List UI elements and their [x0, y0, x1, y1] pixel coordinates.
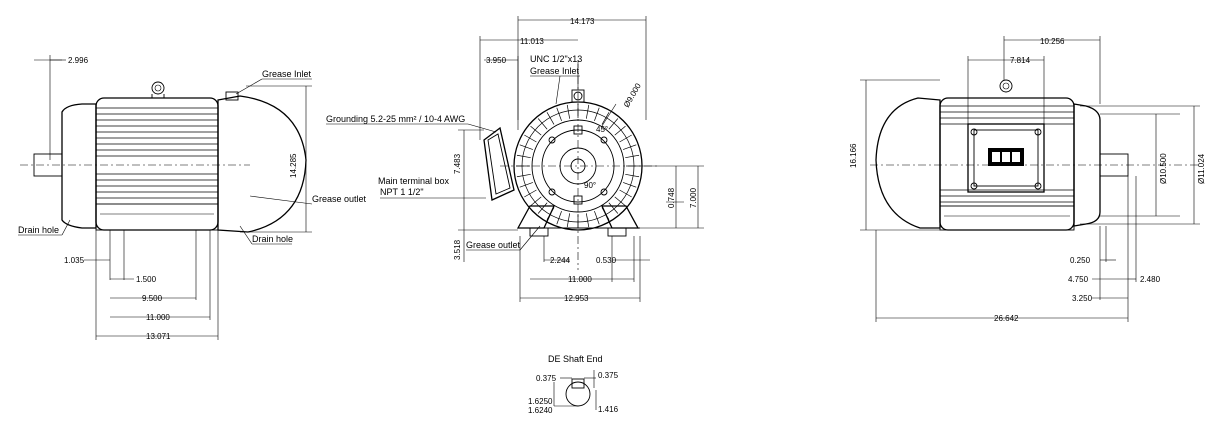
fin-spoke: [524, 134, 537, 143]
fin-spoke: [608, 202, 619, 214]
label-front-thread: UNC 1/2"x13: [530, 54, 582, 64]
fin-spoke: [556, 210, 562, 225]
label-side-drain-hole-right: Drain hole: [252, 234, 293, 244]
fin-spoke: [625, 154, 640, 159]
dim-side-d3: 9.500: [142, 294, 163, 303]
dim-front-foot-span: 11.000: [568, 275, 592, 284]
fin-spoke: [516, 154, 531, 159]
dim-side-height: 14.285: [289, 153, 298, 178]
fin-spoke: [594, 210, 600, 225]
fin-spoke: [519, 182, 534, 188]
fin-spoke: [537, 202, 548, 214]
fin-spoke: [566, 104, 571, 119]
rear-fan-cover: [875, 97, 941, 229]
fin-spoke: [566, 213, 571, 228]
rear-view: 10.256 7.814 16.166 Ø10.500 Ø11.024 0.25…: [849, 36, 1206, 323]
dim-rear-diam1: Ø10.500: [1159, 153, 1168, 184]
fin-spoke: [614, 125, 626, 136]
dim-side-top-offset: 2.996: [68, 56, 89, 65]
dim-shaft-key-w: 0.375: [536, 374, 557, 383]
dim-shaft-d-min: 1.6240: [528, 406, 553, 415]
side-view: 2.996 14.285 Grease Inlet Grease outlet …: [18, 55, 367, 341]
fin-spoke: [524, 189, 537, 198]
fin-spoke: [622, 144, 637, 150]
label-front-grease-outlet: Grease outlet: [466, 240, 521, 250]
dim-front-right-a: 0.748: [667, 187, 676, 208]
label-front-grease-inlet: Grease Inlet: [530, 66, 580, 76]
dim-front-angle-b: 90°: [584, 181, 596, 190]
dim-rear-r3: 2.480: [1140, 275, 1161, 284]
label-side-grease-inlet: Grease Inlet: [262, 69, 312, 79]
fin-spoke: [585, 104, 590, 119]
dim-rear-height: 16.166: [849, 143, 858, 168]
label-side-grease-outlet: Grease outlet: [312, 194, 367, 204]
fin-spoke: [625, 173, 640, 178]
shaft-end-circle: [565, 381, 591, 407]
fin-spoke: [608, 118, 619, 130]
fin-spoke: [556, 107, 562, 122]
dim-front-pcd: Ø9.000: [622, 81, 643, 109]
dim-shaft-d-max: 1.6250: [528, 397, 553, 406]
dim-shaft-key-depth: 1.416: [598, 405, 619, 414]
label-front-terminal-box: Main terminal box: [378, 176, 450, 186]
dim-rear-r1: 0.250: [1070, 256, 1091, 265]
fin-spoke: [614, 196, 626, 207]
dim-rear-diam2: Ø11.024: [1197, 153, 1206, 184]
fin-spoke: [601, 112, 610, 125]
fin-spoke: [619, 189, 632, 198]
dim-front-right-b: 7.000: [689, 187, 698, 208]
dim-side-d2: 1.500: [136, 275, 157, 284]
dim-rear-r4: 3.250: [1072, 294, 1093, 303]
dim-front-f2: 0.530: [596, 256, 617, 265]
fin-spoke: [546, 112, 555, 125]
dim-side-d4: 11.000: [146, 313, 170, 322]
dim-front-base-total: 12.953: [564, 294, 589, 303]
shaft-end-detail: DE Shaft End 0.375 0.375 1.6250 1.6240 1…: [528, 354, 619, 415]
dim-rear-top2: 7.814: [1010, 56, 1031, 65]
dim-rear-top1: 10.256: [1040, 37, 1065, 46]
dim-rear-length: 26.642: [994, 314, 1019, 323]
dim-front-width-total: 14.173: [570, 17, 595, 26]
fin-spoke: [619, 134, 632, 143]
dim-side-d1: 1.035: [64, 256, 85, 265]
dim-front-angle-a: 45°: [596, 125, 608, 134]
dim-front-box-h: 7.483: [453, 153, 462, 174]
dim-front-base-h: 3.518: [453, 239, 462, 260]
dim-front-w2: 11.013: [520, 37, 544, 46]
front-view: 14.173 11.013 3.950 UNC 1/2"x13 Grease I…: [326, 16, 704, 303]
rear-terminal-box: [967, 123, 1045, 193]
fin-spoke: [622, 182, 637, 188]
front-fins: [516, 104, 640, 228]
dim-front-w3: 3.950: [486, 56, 507, 65]
side-fins: [96, 107, 218, 199]
fin-spoke: [585, 213, 590, 228]
front-terminal-box: [483, 126, 515, 201]
dim-rear-r2: 4.750: [1068, 275, 1089, 284]
label-side-drain-hole-left: Drain hole: [18, 225, 59, 235]
side-lifting-eye: [151, 81, 165, 95]
dim-front-foot: 2.244: [550, 256, 571, 265]
dim-side-d5: 13.071: [146, 332, 171, 341]
fin-spoke: [516, 173, 531, 178]
fin-spoke: [519, 144, 534, 150]
fin-spoke: [594, 107, 600, 122]
dim-shaft-key-h: 0.375: [598, 371, 619, 380]
fin-spoke: [530, 196, 542, 207]
label-front-npt: NPT 1 1/2": [380, 187, 424, 197]
fin-spoke: [530, 125, 542, 136]
shaft-end-title: DE Shaft End: [548, 354, 603, 364]
fin-spoke: [537, 118, 548, 130]
label-front-grounding: Grounding 5.2-25 mm² / 10-4 AWG: [326, 114, 465, 124]
